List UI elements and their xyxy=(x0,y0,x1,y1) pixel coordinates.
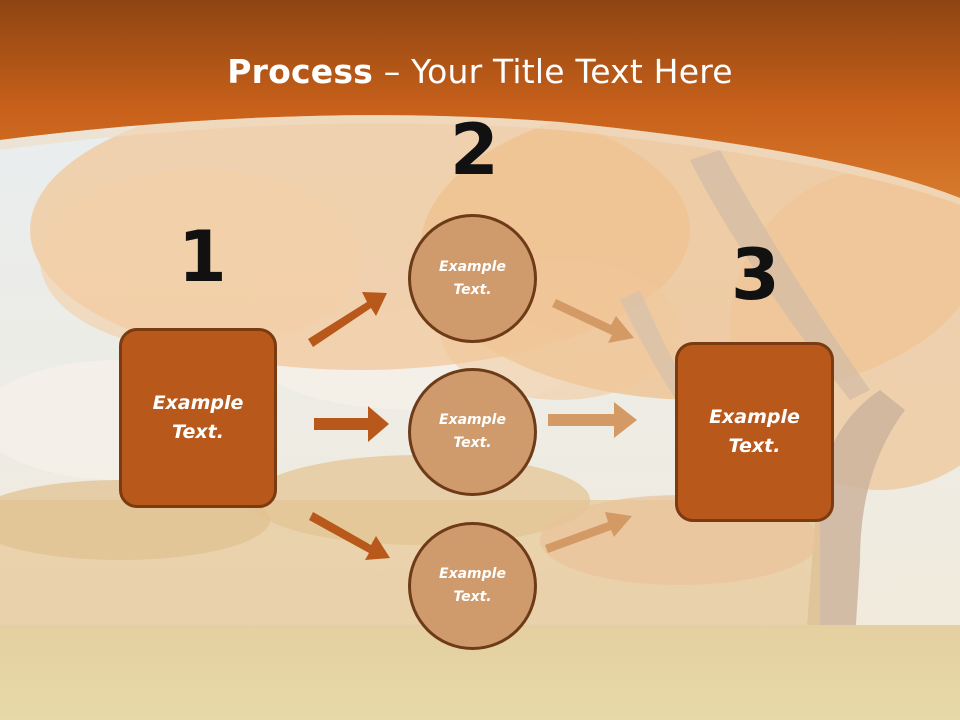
arrow-left-to-bottom xyxy=(309,512,390,560)
step-3-box: Example Text. xyxy=(675,342,834,522)
circle-bottom: Example Text. xyxy=(408,522,537,650)
arrow-left-to-top xyxy=(308,292,387,347)
circle-middle: Example Text. xyxy=(408,368,537,496)
slide-title: Process – Your Title Text Here xyxy=(0,52,960,91)
step-3-text: Example Text. xyxy=(709,406,800,457)
circle-bottom-text: Example Text. xyxy=(439,566,506,605)
circle-top: Example Text. xyxy=(408,214,537,343)
circle-top-text: Example Text. xyxy=(439,258,506,298)
step-number-2: 2 xyxy=(450,109,499,191)
title-rest-text: – Your Title Text Here xyxy=(373,52,733,91)
arrow-bottom-to-right xyxy=(545,512,632,553)
step-number-3: 3 xyxy=(731,234,780,316)
arrow-middle-to-right xyxy=(548,402,637,438)
title-bold-text: Process xyxy=(227,52,374,91)
circle-middle-text: Example Text. xyxy=(439,412,506,451)
step-1-box: Example Text. xyxy=(119,328,277,508)
step-1-text: Example Text. xyxy=(152,392,244,443)
step-number-1: 1 xyxy=(178,216,227,298)
arrow-top-to-right xyxy=(552,299,634,343)
arrow-left-to-middle xyxy=(314,406,389,442)
